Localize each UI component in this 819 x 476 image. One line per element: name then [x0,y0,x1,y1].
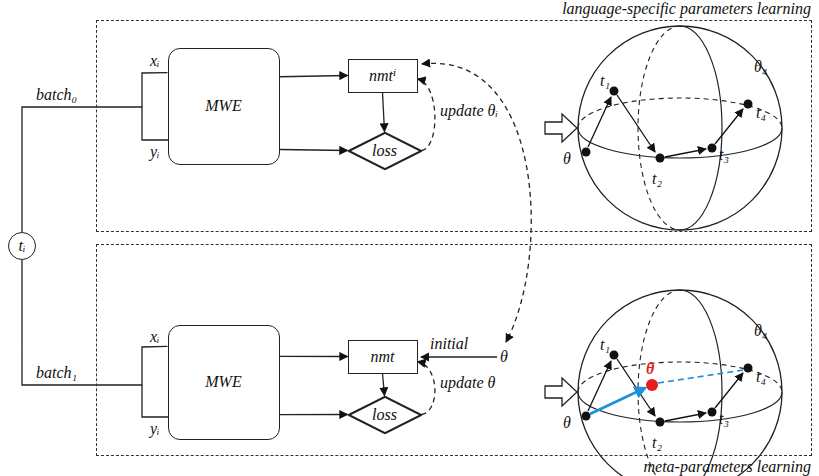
node-label: MWE [205,373,241,391]
encoder-box: MWE [168,48,280,165]
annotation-label: t₂ [652,434,662,452]
annotation-label: θ₄ [754,58,767,76]
annotation-label: θ [646,360,654,378]
node-label: loss [372,406,397,424]
dashed-region: language-specific parameters learningMWE… [96,20,812,232]
annotation-label: t₃ [719,146,729,164]
connector [280,149,348,151]
task-circle: tᵢ [8,232,36,260]
annotation-label: t₁ [600,72,610,90]
region-heading: language-specific parameters learning [562,0,811,18]
annotation-label: θ [563,150,571,168]
annotation-label: initial [430,335,468,353]
node-label: loss [372,142,397,160]
edge-label: update θ [438,374,497,392]
edge-label: batch₁ [34,364,79,382]
connector [22,260,168,385]
connector [280,414,348,415]
connector [418,79,435,151]
model-box: nmt [348,340,418,374]
annotation-label: t₄ [756,368,766,386]
annotation-label: yᵢ [150,420,160,438]
annotation-label: t₄ [756,104,766,122]
connector [280,356,348,357]
region-heading: meta-parameters learning [643,458,811,476]
connector [383,93,385,132]
connector [280,76,348,77]
annotation-label: yᵢ [150,143,160,161]
connector [22,73,168,232]
annotation-label: t₁ [600,336,610,354]
node-label: MWE [205,97,241,115]
annotation-label: θ [563,414,571,432]
annotation-label: t₃ [719,410,729,428]
annotation-label: xᵢ [150,328,160,346]
model-box: nmtⁱ [348,59,418,93]
loss-diamond: loss [348,396,422,434]
connector [418,362,435,415]
encoder-box: MWE [168,325,280,440]
loss-diamond: loss [348,132,422,170]
node-label: nmt [371,348,395,366]
annotation-label: θ₄ [754,322,767,340]
edge-label: update θᵢ [438,102,500,120]
annotation-label: θ [500,348,508,366]
node-label: tᵢ [19,237,26,255]
annotation-label: xᵢ [150,52,160,70]
annotation-label: t₂ [652,170,662,188]
node-label: nmtⁱ [369,67,396,85]
edge-label: batch₀ [34,86,79,104]
connector [383,374,385,396]
